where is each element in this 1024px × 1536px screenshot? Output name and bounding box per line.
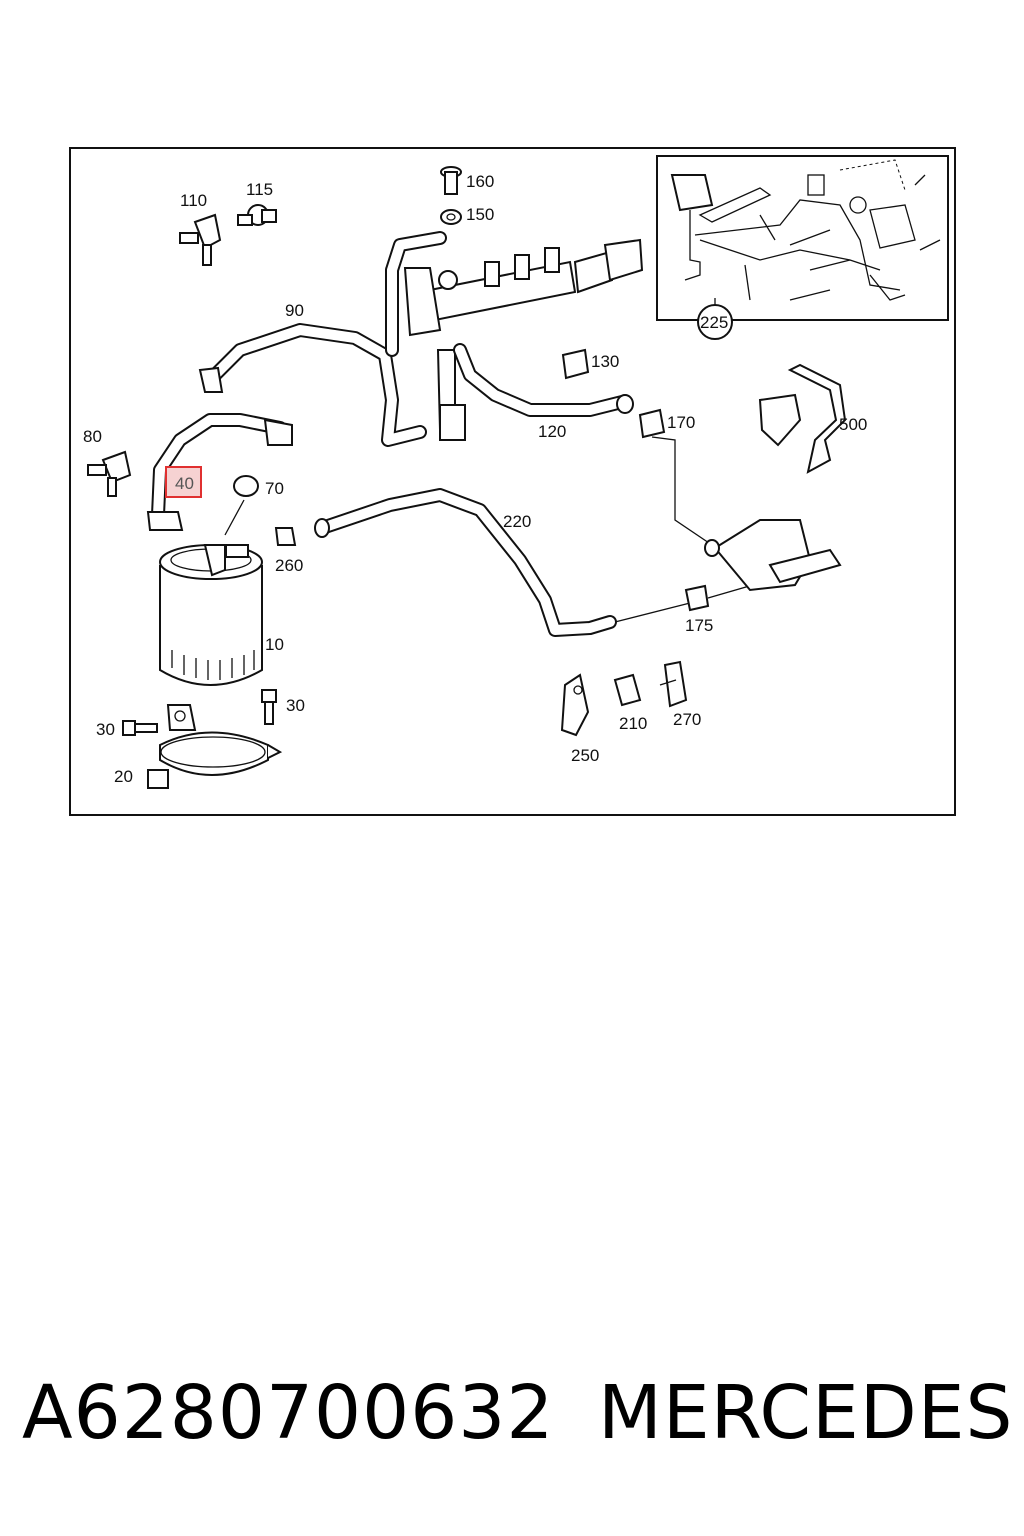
callout-90: 90 — [285, 301, 304, 320]
callout-130: 130 — [591, 352, 619, 371]
fuel-rail — [403, 238, 644, 441]
callout-170: 170 — [667, 413, 695, 432]
hose-220 — [314, 488, 691, 637]
callout-500: 500 — [839, 415, 867, 434]
diagram-frame — [69, 147, 956, 816]
bolt-30-right — [261, 689, 277, 725]
callout-150: 150 — [466, 205, 494, 224]
callout-115: 115 — [246, 180, 273, 199]
callout-225: 225 — [700, 313, 728, 332]
callout-40: 40 — [175, 474, 194, 493]
connector-80 — [87, 450, 132, 497]
clip-270 — [659, 660, 688, 708]
inset-wiring-box — [656, 155, 949, 321]
footer: A6280700632 MERCEDES — [20, 1370, 1014, 1470]
bracket-clamp-20 — [147, 704, 283, 789]
bolt-30-left — [122, 720, 158, 736]
callout-30-right: 30 — [286, 696, 305, 715]
clip-210 — [613, 673, 642, 707]
callout-120: 120 — [538, 422, 566, 441]
callout-160: 160 — [466, 172, 494, 191]
part-number: A6280700632 — [22, 1370, 555, 1456]
highlight-box-40 — [165, 466, 202, 498]
hose-120 — [453, 343, 634, 417]
callout-110: 110 — [180, 191, 207, 210]
callout-220: 220 — [503, 512, 531, 531]
callout-270: 270 — [673, 710, 701, 729]
bracket-250 — [560, 673, 590, 737]
fuel-filter-10 — [159, 544, 263, 686]
callout-30-left: 30 — [96, 720, 115, 739]
clamp-260 — [274, 527, 297, 546]
callout-260: 260 — [275, 556, 303, 575]
callout-10: 10 — [265, 635, 284, 654]
callout-80: 80 — [83, 427, 102, 446]
fuel-heater-unit — [704, 519, 842, 592]
callout-210: 210 — [619, 714, 647, 733]
hose-40 — [146, 413, 293, 531]
seal-ring-150 — [440, 209, 462, 225]
callout-20: 20 — [114, 767, 133, 786]
clip-115 — [237, 204, 277, 226]
clamp-170 — [638, 408, 713, 546]
banjo-bolt-160 — [440, 166, 462, 195]
callout-175: 175 — [685, 616, 713, 635]
brand-name: MERCEDES — [598, 1370, 1014, 1456]
parts-diagram: 110 115 160 150 90 130 120 170 500 80 40… — [83, 155, 949, 789]
callout-circle-225 — [697, 304, 733, 340]
connector-110 — [179, 213, 222, 266]
clamp-70 — [224, 475, 259, 536]
hose-90 — [198, 231, 447, 447]
clamp-130 — [561, 348, 590, 380]
bracket-500 — [758, 363, 847, 474]
callout-250: 250 — [571, 746, 599, 765]
callout-70: 70 — [265, 479, 284, 498]
